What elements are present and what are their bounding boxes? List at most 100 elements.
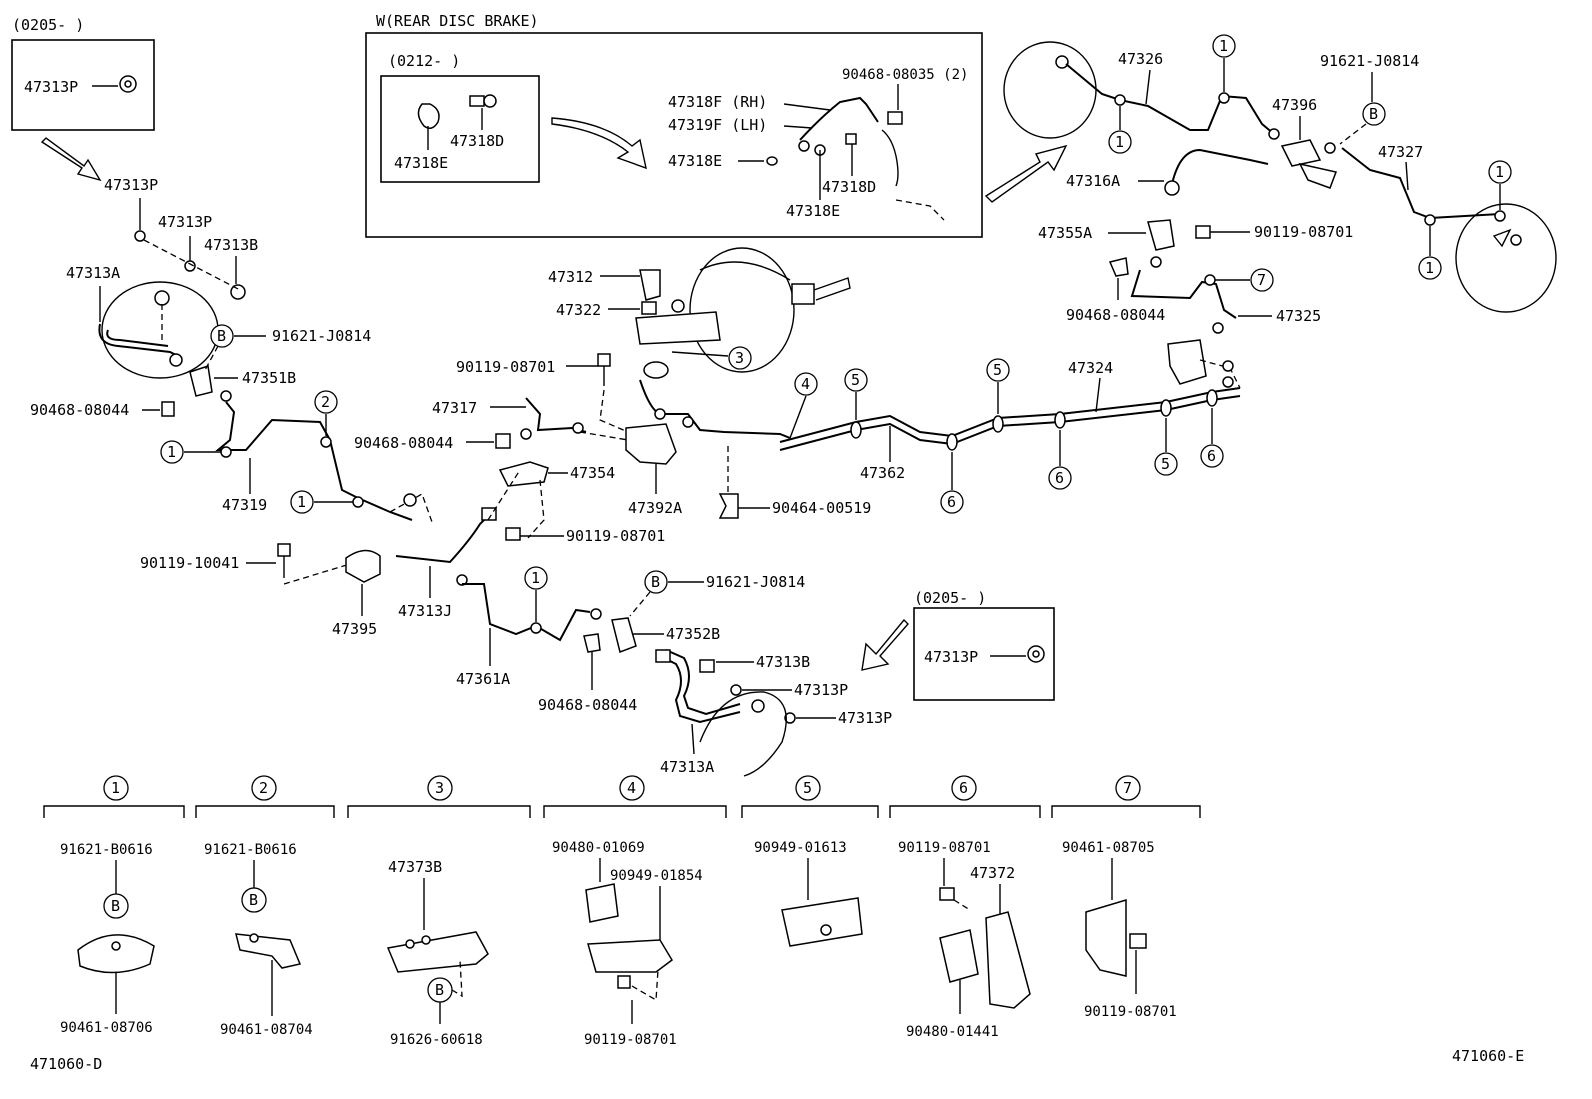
legend-6-top: 90119-08701 bbox=[898, 840, 991, 856]
label-90464-00519: 90464-00519 bbox=[772, 499, 871, 517]
label-90119-08701-c: 90119-08701 bbox=[1254, 223, 1353, 241]
clamp-3-icon bbox=[386, 931, 489, 973]
label-47354: 47354 bbox=[570, 464, 615, 482]
label-47395: 47395 bbox=[332, 620, 377, 638]
clamp-icon bbox=[77, 934, 155, 974]
part-47318E: 47318E bbox=[668, 152, 722, 170]
label-47313A: 47313A bbox=[66, 264, 120, 282]
hose-47313J bbox=[395, 513, 491, 564]
callout-b-b: B bbox=[651, 573, 660, 591]
callout-6-a: 6 bbox=[947, 493, 956, 511]
clamp-5-icon bbox=[781, 897, 863, 947]
clip-icon bbox=[161, 401, 175, 417]
callout-b-text: B bbox=[217, 327, 226, 345]
label-47313P-b: 47313P bbox=[158, 213, 212, 231]
legend-2-bottom: 90461-08704 bbox=[220, 1022, 313, 1038]
inset-left-range: (0205- ) bbox=[12, 16, 84, 34]
legend-7-bottom: 90119-08701 bbox=[1084, 1004, 1177, 1020]
legend-6-num: 6 bbox=[959, 779, 968, 797]
label-90468-08044-a: 90468-08044 bbox=[30, 401, 129, 419]
bracket-icon bbox=[189, 365, 213, 397]
callout-6-c: 6 bbox=[1207, 447, 1216, 465]
callout-7-a: 7 bbox=[1257, 271, 1266, 289]
legend-1: 1 91621-B0616 B 90461-08706 bbox=[60, 775, 155, 1036]
label-47355A: 47355A bbox=[1038, 224, 1092, 242]
line-47362-47324 bbox=[779, 395, 1241, 451]
label-47313B: 47313B bbox=[204, 236, 258, 254]
inset-right-part: 47313P bbox=[924, 648, 978, 666]
label-47313A-b: 47313A bbox=[660, 758, 714, 776]
clamp-4-icon bbox=[587, 939, 673, 973]
arrow-inset-right-icon bbox=[861, 618, 909, 671]
label-90119-10041: 90119-10041 bbox=[140, 554, 239, 572]
line-47327 bbox=[1341, 147, 1501, 220]
callout-5-b: 5 bbox=[993, 361, 1002, 379]
label-91621-J0814-b: 91621-J0814 bbox=[706, 573, 805, 591]
legend-row: 1 91621-B0616 B 90461-08706 2 91621-B061… bbox=[43, 775, 1201, 1048]
bracket-47352B bbox=[611, 617, 637, 653]
label-47352B: 47352B bbox=[666, 625, 720, 643]
label-47325: 47325 bbox=[1276, 307, 1321, 325]
arrow-icon bbox=[40, 137, 102, 182]
junction-47392A bbox=[625, 423, 677, 465]
label-47317: 47317 bbox=[432, 399, 477, 417]
legend-6-mid: 47372 bbox=[970, 864, 1015, 882]
label-90468-08044-c: 90468-08044 bbox=[1066, 306, 1165, 324]
rear-disc-subrange: (0212- ) bbox=[388, 52, 460, 70]
inset-left-box bbox=[11, 39, 155, 131]
label-47319: 47319 bbox=[222, 496, 267, 514]
part-47318E-inner: 47318E bbox=[394, 154, 448, 172]
callout-5-c: 5 bbox=[1161, 455, 1170, 473]
callout-1-b: 1 bbox=[297, 493, 306, 511]
legend-1-num: 1 bbox=[111, 779, 120, 797]
label-47322: 47322 bbox=[556, 301, 601, 319]
part-47318E-lower: 47318E bbox=[786, 202, 840, 220]
inset-right-box bbox=[913, 607, 1055, 701]
inset-left: (0205- ) 47313P bbox=[11, 16, 155, 182]
legend-4-num: 4 bbox=[627, 779, 636, 797]
legend-7-top: 90461-08705 bbox=[1062, 840, 1155, 856]
arrow-to-rear-icon bbox=[984, 144, 1068, 203]
bracket-6-icon bbox=[985, 911, 1031, 1009]
clamp-6-icon bbox=[939, 929, 979, 983]
rear-disc-brake-title: W(REAR DISC BRAKE) bbox=[376, 12, 539, 30]
diagram-id-left: 471060-D bbox=[30, 1055, 102, 1073]
legend-4-top: 90480-01069 bbox=[552, 840, 645, 856]
legend-3-top: 47373B bbox=[388, 858, 442, 876]
legend-4-mid: 90949-01854 bbox=[610, 868, 703, 884]
callout-1-c: 1 bbox=[531, 569, 540, 587]
label-47362: 47362 bbox=[860, 464, 905, 482]
legend-2: 2 91621-B0616 B 90461-08704 bbox=[204, 775, 313, 1038]
label-90119-08701-b: 90119-08701 bbox=[566, 527, 665, 545]
part-90468-08035: 90468-08035 (2) bbox=[842, 67, 968, 83]
lower-right-front-assembly: B 91621-J0814 47352B 90468-08044 47313B … bbox=[538, 570, 1055, 777]
legend-7-num: 7 bbox=[1123, 779, 1132, 797]
brake-hose bbox=[799, 96, 879, 141]
junction-47396 bbox=[1280, 139, 1322, 167]
legend-1-top: 91621-B0616 bbox=[60, 842, 153, 858]
clamp-2-icon bbox=[235, 933, 302, 969]
callout-4-a: 4 bbox=[801, 375, 810, 393]
grommet-4-icon bbox=[585, 883, 619, 923]
label-47316A: 47316A bbox=[1066, 172, 1120, 190]
label-91621-J0814-a: 91621-J0814 bbox=[272, 327, 371, 345]
legend-6-bottom: 90480-01441 bbox=[906, 1024, 999, 1040]
master-cylinder bbox=[635, 311, 721, 345]
rear-disc-subbox bbox=[380, 75, 540, 183]
callout-1-g: 1 bbox=[1425, 259, 1434, 277]
legend-7: 7 90461-08705 90119-08701 bbox=[1062, 775, 1177, 1020]
bolt-icon bbox=[469, 95, 485, 107]
label-47324: 47324 bbox=[1068, 359, 1113, 377]
label-47313B-b: 47313B bbox=[756, 653, 810, 671]
brake-line-47361A bbox=[462, 583, 591, 642]
legend-1-b: B bbox=[111, 897, 120, 915]
callout-1-f: 1 bbox=[1495, 163, 1504, 181]
label-91621-J0814-c: 91621-J0814 bbox=[1320, 52, 1419, 70]
rear-disc-brake-box bbox=[365, 32, 983, 238]
callout-b-c: B bbox=[1369, 105, 1378, 123]
diagram-id-right: 471060-E bbox=[1452, 1047, 1524, 1065]
clip-icon bbox=[417, 103, 440, 129]
legend-2-num: 2 bbox=[259, 779, 268, 797]
label-47313P-d: 47313P bbox=[838, 709, 892, 727]
